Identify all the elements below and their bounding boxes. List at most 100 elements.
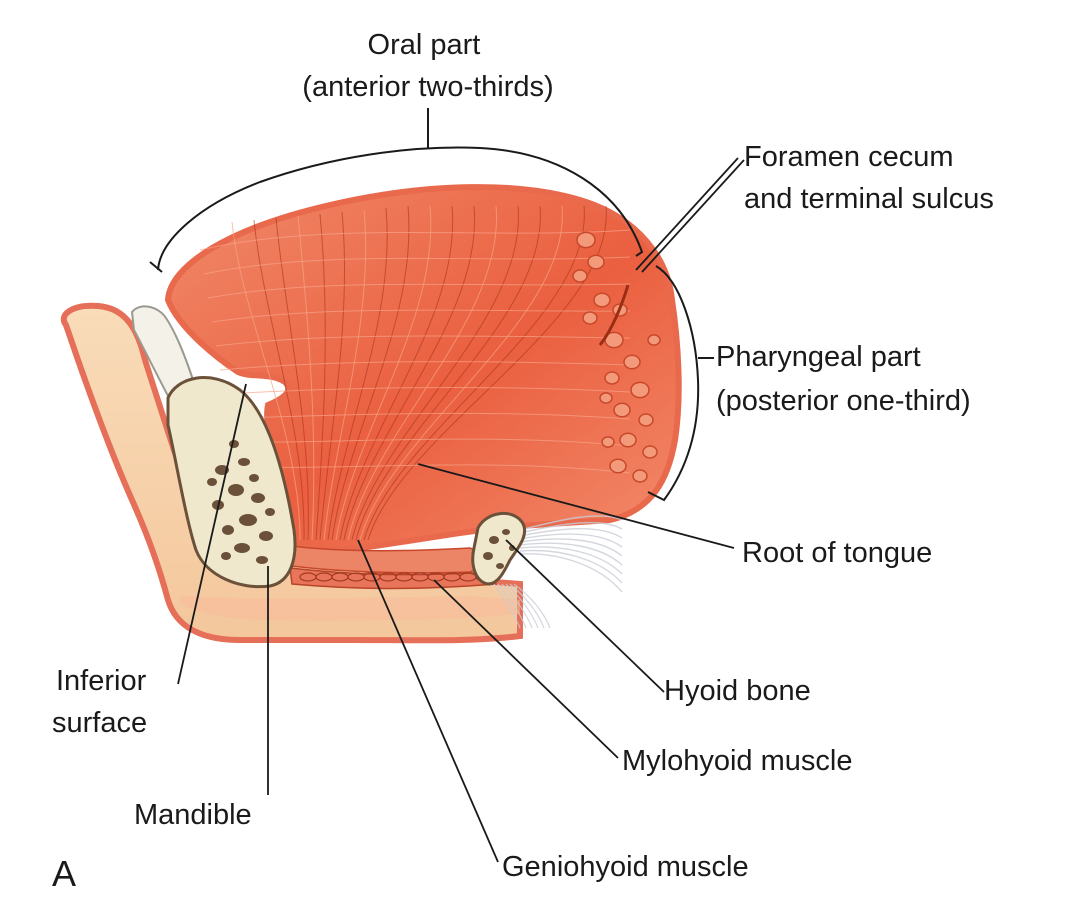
bone-pore bbox=[222, 525, 234, 535]
fan-fiber bbox=[519, 546, 623, 575]
lymphoid-nodule bbox=[619, 432, 637, 448]
inferior-surface-label: Inferior surface bbox=[52, 665, 154, 739]
muscle-fibers bbox=[199, 205, 631, 541]
fan-fiber bbox=[519, 515, 623, 531]
muscle-fiber bbox=[275, 217, 309, 541]
bone-pore bbox=[221, 552, 231, 560]
muscle-fiber bbox=[347, 205, 497, 541]
bone-pore bbox=[249, 474, 259, 482]
fan-fiber bbox=[513, 583, 551, 629]
root-of-tongue-leader bbox=[417, 463, 735, 549]
bone-pore bbox=[207, 478, 217, 486]
oral-part-bracket-end-left bbox=[149, 261, 163, 273]
lymphoid-nodule bbox=[572, 269, 588, 283]
foramen-cecum-leader-2 bbox=[641, 159, 745, 273]
bone-pore bbox=[251, 493, 265, 503]
lymphoid-nodule bbox=[582, 311, 598, 325]
fan-fiber bbox=[519, 553, 623, 593]
fan-fiber bbox=[505, 583, 539, 629]
fan-fiber bbox=[519, 549, 623, 584]
lymphoid-nodule bbox=[599, 392, 613, 404]
lymphoid-nodule bbox=[638, 413, 654, 427]
muscle-fiber bbox=[343, 205, 476, 541]
muscle-fiber bbox=[339, 205, 454, 541]
fan-fiber bbox=[519, 542, 623, 566]
oral-part-bracket bbox=[157, 146, 644, 271]
lymphoid-nodule bbox=[623, 354, 641, 370]
bone-pore bbox=[256, 556, 268, 564]
panel-letter: A bbox=[52, 853, 76, 894]
muscle-fiber-transverse bbox=[219, 361, 631, 371]
bone-pore bbox=[228, 484, 244, 496]
inferior-surface-leader bbox=[177, 383, 247, 685]
muscle-fiber bbox=[359, 205, 563, 541]
muscle-fiber bbox=[323, 209, 367, 541]
muscle-fiber-transverse bbox=[223, 387, 631, 395]
floor-mucosa bbox=[180, 596, 520, 621]
mandible-trabeculae bbox=[207, 440, 275, 564]
bone-pore bbox=[265, 508, 275, 516]
hyoid-bone-leader bbox=[505, 539, 665, 693]
fan-fiber bbox=[519, 528, 623, 539]
muscle-fiber-transverse bbox=[227, 412, 631, 420]
lymphoid-nodule bbox=[613, 402, 631, 418]
muscle-fiber bbox=[355, 205, 541, 541]
fan-fiber bbox=[519, 538, 623, 557]
hyoid-bone-shape bbox=[471, 512, 527, 586]
pharyngeal-part-line-2: (posterior one-third) bbox=[716, 385, 971, 417]
fan-fiber bbox=[493, 583, 521, 629]
bone-pore bbox=[259, 531, 273, 541]
foramen-cecum-label: Foramen cecum and terminal sulcus bbox=[744, 141, 994, 215]
lymphoid-nodule bbox=[593, 292, 611, 308]
hyoglossus-fibers bbox=[493, 515, 623, 629]
lymphoid-nodule bbox=[587, 254, 605, 270]
lymphoid-nodule bbox=[604, 371, 620, 385]
muscle-fiber bbox=[331, 205, 410, 541]
pharyngeal-part-line-1: Pharyngeal part bbox=[716, 341, 921, 373]
geniohyoid-muscle-label: Geniohyoid muscle bbox=[502, 851, 749, 883]
tongue-body bbox=[164, 184, 682, 553]
fan-fiber bbox=[519, 533, 623, 548]
lymphoid-nodule bbox=[601, 436, 615, 448]
muscle-fiber bbox=[319, 211, 346, 541]
muscle-fiber bbox=[335, 205, 432, 541]
bone-pore bbox=[234, 543, 250, 553]
muscle-fiber-transverse bbox=[199, 229, 631, 251]
foramen-cecum-leader bbox=[635, 157, 739, 271]
hyoid-bone-label: Hyoid bone bbox=[664, 675, 811, 707]
muscle-fiber bbox=[327, 207, 388, 541]
geniohyoid-muscle bbox=[283, 544, 503, 574]
fan-fiber bbox=[509, 583, 545, 629]
muscle-fiber bbox=[253, 219, 305, 541]
fan-fiber bbox=[497, 583, 527, 629]
geniohyoid-muscle-leader bbox=[357, 539, 499, 863]
lymphoid-nodule bbox=[647, 334, 661, 346]
bone-pore bbox=[239, 514, 257, 526]
muscle-fiber-transverse bbox=[203, 256, 631, 275]
bone-pore bbox=[238, 458, 250, 466]
lymphoid-nodule bbox=[609, 458, 627, 474]
pharyngeal-part-bracket bbox=[647, 265, 700, 502]
hyoid-pore bbox=[489, 536, 499, 544]
lymphoid-nodule bbox=[632, 469, 648, 483]
hyoid-pore bbox=[496, 563, 504, 569]
lymphoid-nodule bbox=[576, 231, 596, 249]
lingual-tonsil-nodules bbox=[572, 231, 661, 483]
muscle-fiber bbox=[363, 205, 585, 541]
inferior-surface-line-1: Inferior bbox=[56, 665, 147, 697]
hyoid-pore bbox=[502, 529, 510, 535]
lymphoid-nodule bbox=[630, 381, 650, 399]
root-of-tongue-label: Root of tongue bbox=[742, 537, 932, 569]
muscle-fiber-transverse bbox=[207, 283, 631, 299]
inferior-surface-line-2: surface bbox=[52, 707, 147, 739]
fan-fiber bbox=[519, 521, 623, 534]
foramen-cecum-line-1: Foramen cecum bbox=[744, 141, 954, 173]
mylohyoid-muscle-label: Mylohyoid muscle bbox=[622, 745, 852, 777]
muscle-fiber bbox=[315, 213, 326, 541]
muscle-fiber bbox=[297, 215, 315, 541]
fan-fiber bbox=[501, 583, 533, 629]
muscle-fiber bbox=[351, 205, 519, 541]
oral-part-line-1: Oral part bbox=[368, 29, 481, 61]
terminal-sulcus bbox=[598, 284, 630, 346]
oral-part-label: Oral part (anterior two-thirds) bbox=[302, 29, 553, 103]
